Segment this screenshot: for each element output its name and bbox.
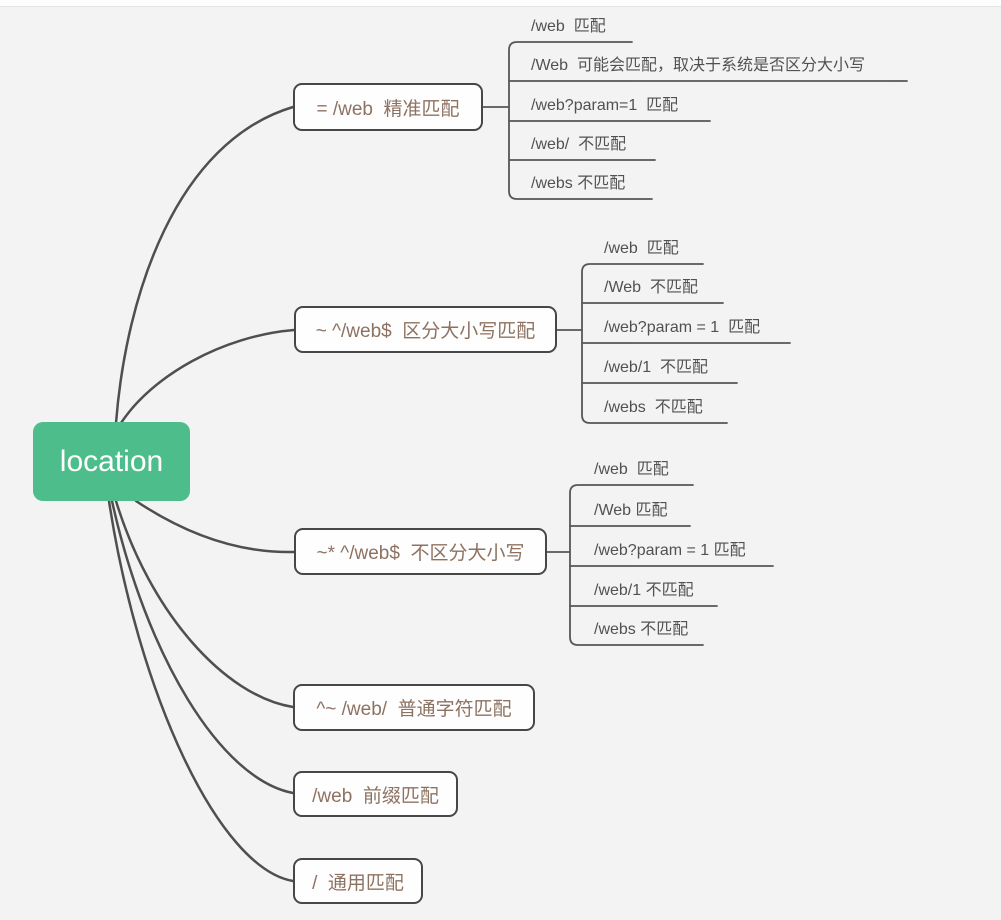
canvas-top-edge	[0, 0, 1001, 7]
leaf-node[interactable]: /webs 不匹配	[531, 175, 626, 192]
leaf-node[interactable]: /web/ 不匹配	[531, 136, 627, 153]
leaf-node[interactable]: /web 匹配	[531, 18, 606, 35]
leaf-node[interactable]: /web/1 不匹配	[594, 582, 694, 599]
branch-node-prefix-match[interactable]: /web 前缀匹配	[293, 771, 458, 817]
branch-node-generic-match[interactable]: / 通用匹配	[293, 858, 423, 904]
leaf-node[interactable]: /web?param = 1 匹配	[594, 542, 746, 559]
leaf-node[interactable]: /Web 可能会匹配，取决于系统是否区分大小写	[531, 57, 865, 74]
leaf-node[interactable]: /web 匹配	[594, 461, 669, 478]
leaf-node[interactable]: /web/1 不匹配	[604, 359, 709, 376]
root-node-location[interactable]: location	[33, 422, 190, 501]
leaf-node[interactable]: /web?param = 1 匹配	[604, 319, 761, 336]
leaf-node[interactable]: /Web 不匹配	[604, 279, 698, 296]
branch-node-case-insensitive-regex[interactable]: ~* ^/web$ 不区分大小写	[294, 528, 547, 575]
branch-node-exact-match[interactable]: = /web 精准匹配	[293, 83, 483, 131]
leaf-node[interactable]: /Web 匹配	[594, 502, 668, 519]
leaf-node[interactable]: /web?param=1 匹配	[531, 97, 679, 114]
branch-node-plain-prefix-match[interactable]: ^~ /web/ 普通字符匹配	[293, 684, 535, 731]
leaf-node[interactable]: /web 匹配	[604, 240, 679, 257]
leaf-node[interactable]: /webs 不匹配	[604, 399, 703, 416]
branch-node-case-sensitive-regex[interactable]: ~ ^/web$ 区分大小写匹配	[294, 306, 557, 353]
leaf-node[interactable]: /webs 不匹配	[594, 621, 689, 638]
